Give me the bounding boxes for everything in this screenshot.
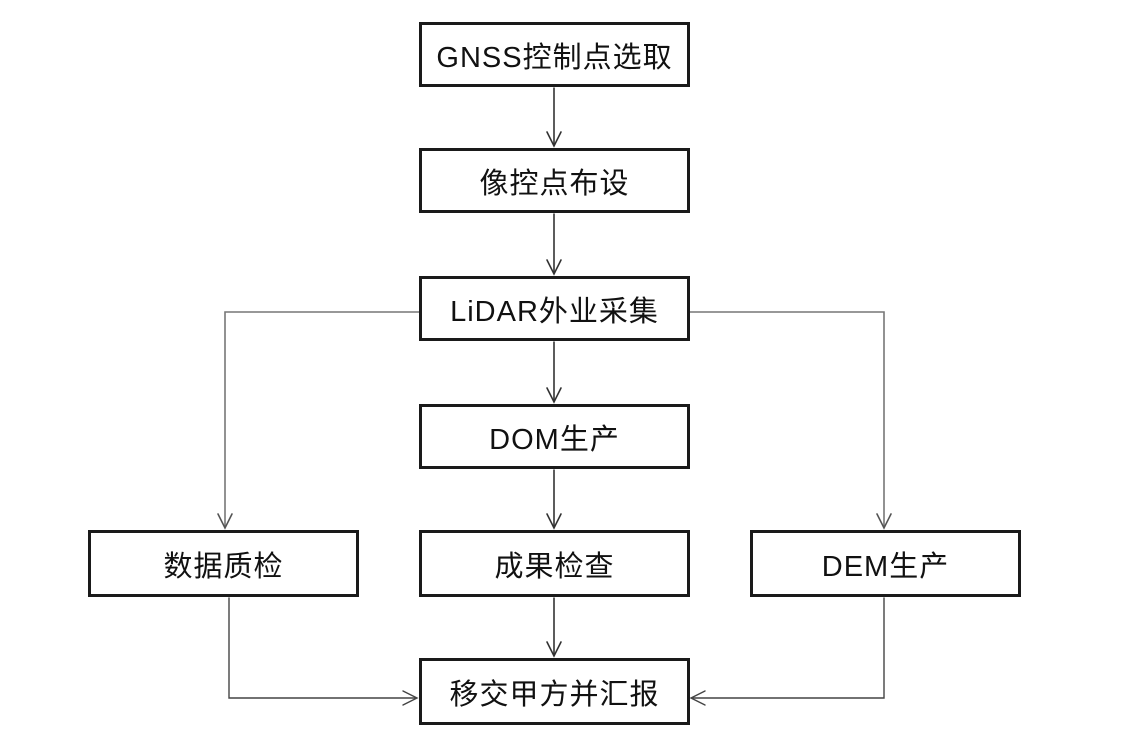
node-dom-production: DOM生产 (419, 404, 690, 469)
edge-dom-to-chengguo (546, 469, 562, 530)
node-label: 数据质检 (163, 550, 284, 583)
edge-dem-to-yijiao (689, 597, 885, 706)
node-label: LiDAR外业采集 (450, 295, 659, 328)
node-dem-production: DEM生产 (750, 530, 1021, 597)
node-lidar-field-collection: LiDAR外业采集 (419, 276, 690, 341)
edge-lidar-to-dem (689, 311, 892, 530)
edge-chengguo-to-yijiao (546, 597, 562, 658)
node-result-inspection: 成果检查 (419, 530, 690, 597)
node-handover-and-report: 移交甲方并汇报 (419, 658, 690, 725)
edge-shuju-to-yijiao (228, 597, 419, 706)
edge-gnss-to-xiangkong (546, 87, 562, 148)
node-label: 成果检查 (494, 550, 615, 583)
node-gnss-control-point-selection: GNSS控制点选取 (419, 22, 690, 87)
node-label: 移交甲方并汇报 (449, 678, 660, 711)
edge-lidar-to-shuju (217, 311, 420, 530)
node-label: DOM生产 (489, 423, 620, 456)
node-label: GNSS控制点选取 (436, 41, 673, 74)
node-label: DEM生产 (821, 550, 950, 583)
edge-xiangkong-to-lidar (546, 213, 562, 276)
node-image-control-point-layout: 像控点布设 (419, 148, 690, 213)
node-data-quality-check: 数据质检 (88, 530, 359, 597)
edge-lidar-to-dom (546, 341, 562, 404)
node-label: 像控点布设 (479, 167, 630, 200)
